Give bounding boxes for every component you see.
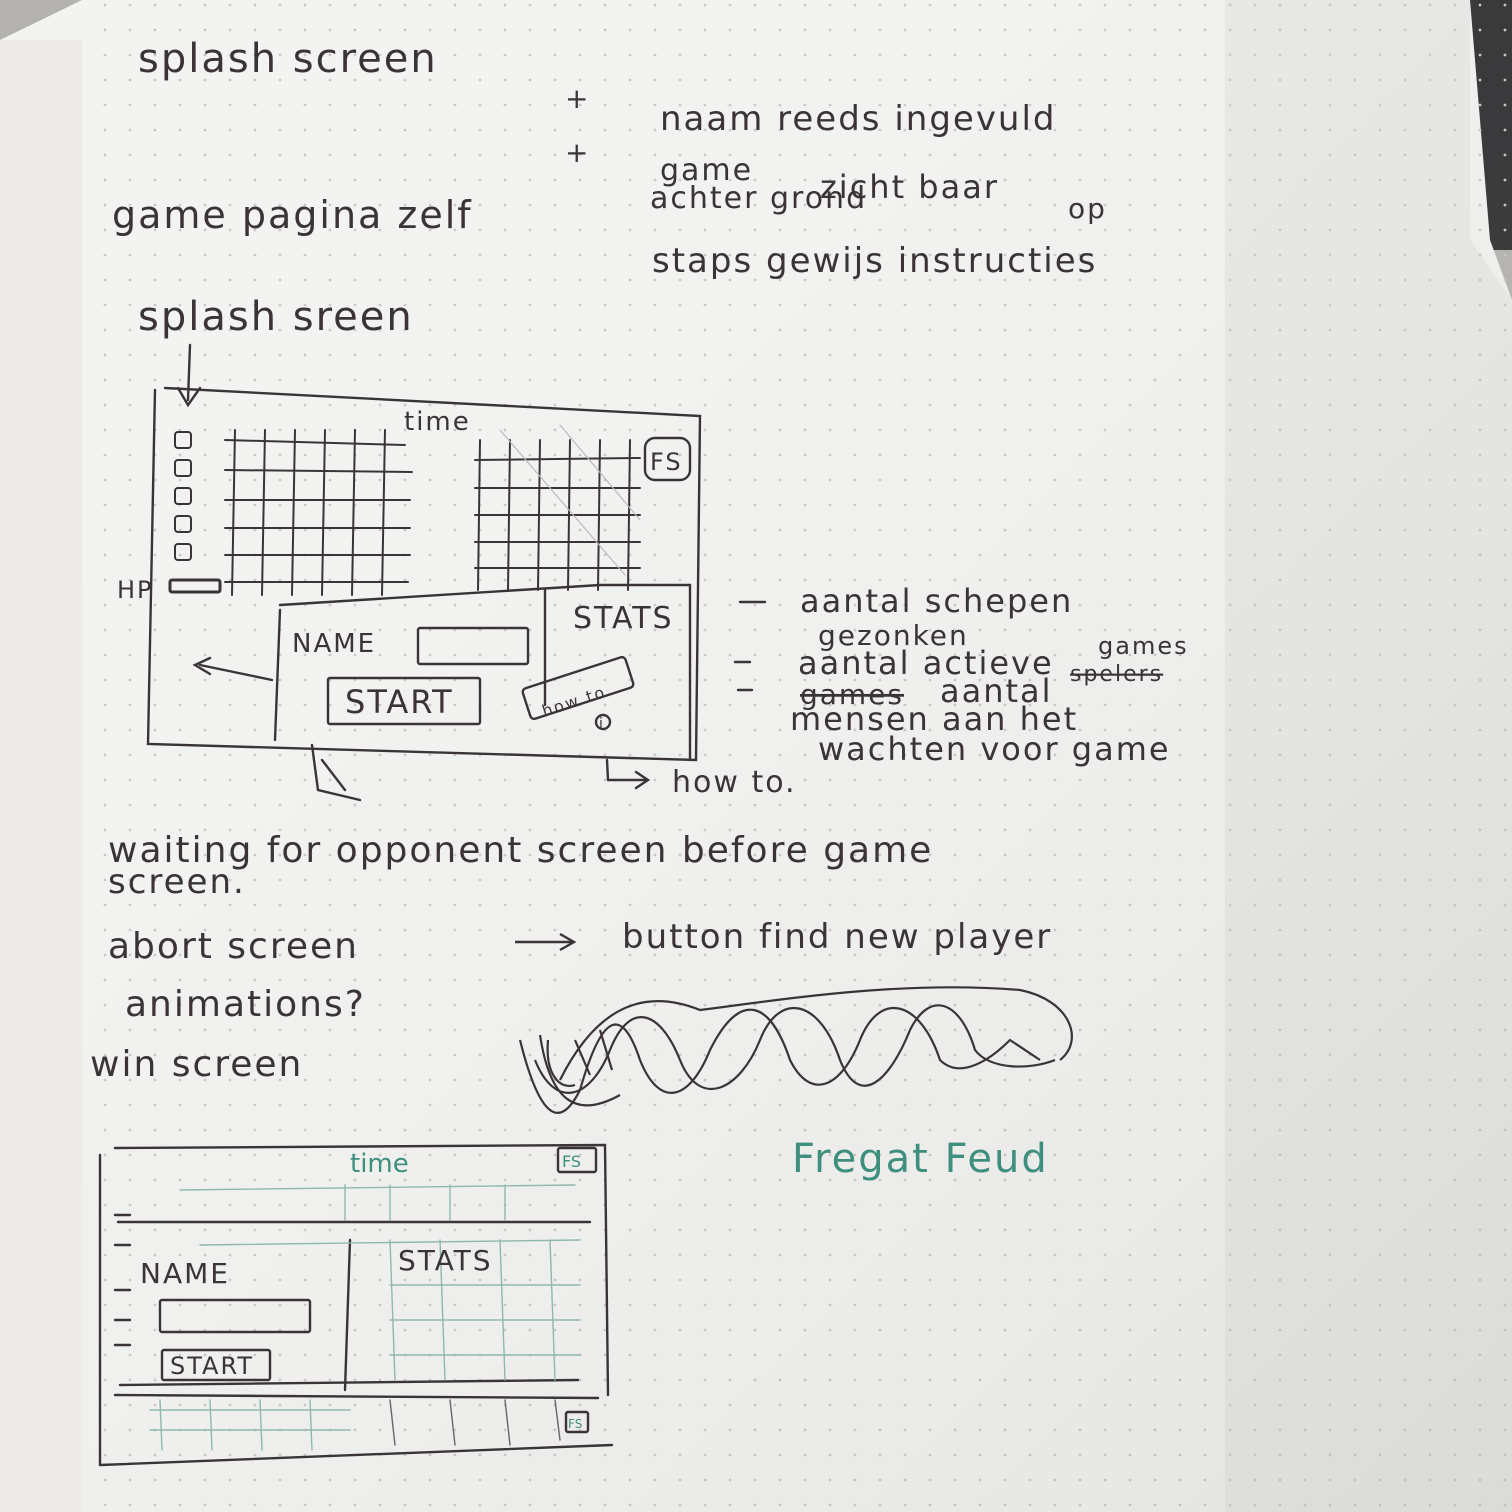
howto-button[interactable]	[521, 655, 635, 721]
note-abort-button: button find new player	[622, 917, 1052, 957]
sketch2-name-input[interactable]	[158, 1298, 312, 1334]
sketch2-name-label: NAME	[140, 1257, 230, 1290]
sketch2-fs2-label: FS	[568, 1417, 582, 1431]
opponent-grid	[474, 424, 641, 591]
brand-fregat-feud: Fregat Feud	[792, 1136, 1049, 1182]
sketch2-time-label: time	[350, 1149, 409, 1179]
note-naam-reeds: naam reeds ingevuld	[660, 99, 1057, 139]
sketch1-howto-note: how to.	[672, 765, 797, 800]
note-op: op	[1068, 192, 1107, 225]
stats-note-7: aantal	[940, 672, 1053, 710]
note-plus-2: +	[565, 136, 590, 169]
sketch1-start-label: START	[345, 683, 454, 721]
note-zicht-baar: zicht baar	[820, 168, 999, 206]
note-waiting-screen: screen.	[108, 862, 246, 902]
sketch1-info-label: i	[599, 716, 605, 732]
note-win-screen: win screen	[90, 1044, 303, 1085]
sketch1-stats-label: STATS	[573, 601, 674, 636]
wave-doodle	[518, 986, 1073, 1114]
note-waiting: waiting for opponent screen before game	[108, 830, 933, 871]
win-wireframe	[98, 1143, 614, 1467]
stats-note-8: mensen aan het	[790, 700, 1078, 738]
note-abort: abort screen	[108, 926, 359, 967]
sketch1-time-label: time	[404, 407, 471, 437]
stats-note-4: games	[1098, 632, 1189, 660]
note-game-pagina: game pagina zelf	[112, 193, 473, 237]
sketch1-hp-label: HP	[117, 576, 154, 604]
page-left-margin	[0, 40, 82, 1512]
note-splash-screen: splash screen	[138, 36, 438, 82]
note-staps-gewijs: staps gewijs instructies	[652, 241, 1097, 281]
sketch2-fs-label: FS	[562, 1152, 581, 1171]
sketch2-fs-button-bottom[interactable]	[564, 1410, 590, 1434]
sketch2-grid-dark	[389, 1399, 561, 1446]
info-icon[interactable]	[594, 713, 612, 731]
stats-note-6-struck: games	[800, 678, 904, 711]
sketch2-start-button[interactable]	[160, 1348, 272, 1382]
note-game: game	[660, 153, 753, 188]
stats-note-5-struck: spelers	[1070, 662, 1163, 687]
stats-note-3: aantal actieve	[798, 644, 1054, 682]
stats-note-1: aantal schepen	[800, 582, 1073, 620]
arrow-abort	[515, 932, 577, 952]
note-splash-sreen: splash sreen	[138, 294, 414, 340]
fullscreen-button[interactable]	[643, 436, 692, 482]
name-input[interactable]	[416, 626, 530, 666]
hp-meter	[168, 431, 222, 594]
note-plus-1: +	[565, 82, 590, 115]
stats-note-9: wachten voor game	[818, 730, 1171, 768]
splash-wireframe	[146, 343, 767, 802]
sketch2-fs-button-top[interactable]	[556, 1146, 598, 1174]
sketch2-start-label: START	[170, 1352, 254, 1380]
start-button[interactable]	[326, 676, 482, 726]
note-animations: animations?	[125, 984, 366, 1025]
sketch1-name-label: NAME	[292, 629, 376, 659]
sketch2-grid-faint	[149, 1184, 581, 1451]
stats-note-2: gezonken	[818, 619, 969, 652]
note-achter-grond: achter grond	[650, 181, 867, 216]
sketch1-fs-label: FS	[650, 448, 683, 476]
sketch2-stats-label: STATS	[398, 1244, 493, 1277]
player-grid	[224, 429, 413, 596]
